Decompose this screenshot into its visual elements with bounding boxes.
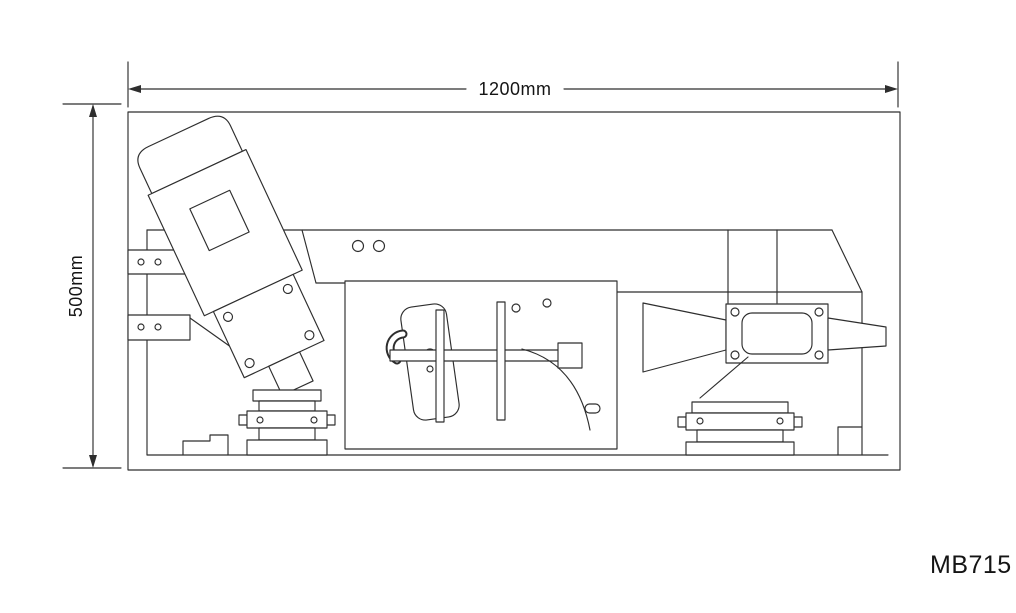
dimension-width: 1200mm — [127, 61, 899, 108]
motor-cap — [137, 115, 243, 195]
guard-arc — [521, 348, 591, 431]
motor-terminal-box — [189, 189, 250, 252]
height-dimension-label: 500mm — [66, 255, 86, 318]
dimension-height: 500mm — [62, 103, 122, 469]
guide-bar-left — [435, 309, 445, 423]
arrowhead-down-icon — [89, 455, 97, 468]
slot-hole — [584, 403, 601, 414]
drive-shaft — [389, 342, 583, 369]
guide-bar-right — [496, 301, 506, 421]
mounting-bracket-lower — [127, 314, 191, 341]
arrowhead-left-icon — [128, 85, 141, 93]
gearbox-housing — [344, 280, 618, 450]
vibration-mount-left — [238, 389, 336, 456]
model-label: MB715 — [930, 551, 1012, 579]
width-dimension-label: 1200mm — [478, 79, 551, 99]
arrowhead-right-icon — [885, 85, 898, 93]
discharge-cone — [642, 302, 887, 399]
outer-envelope — [127, 111, 901, 471]
motor-neck — [268, 351, 314, 396]
arrowhead-up-icon — [89, 104, 97, 117]
cone-strut — [699, 356, 749, 399]
vibration-mount-right — [677, 401, 803, 456]
electric-motor — [137, 115, 325, 396]
cone-flange — [725, 303, 829, 364]
